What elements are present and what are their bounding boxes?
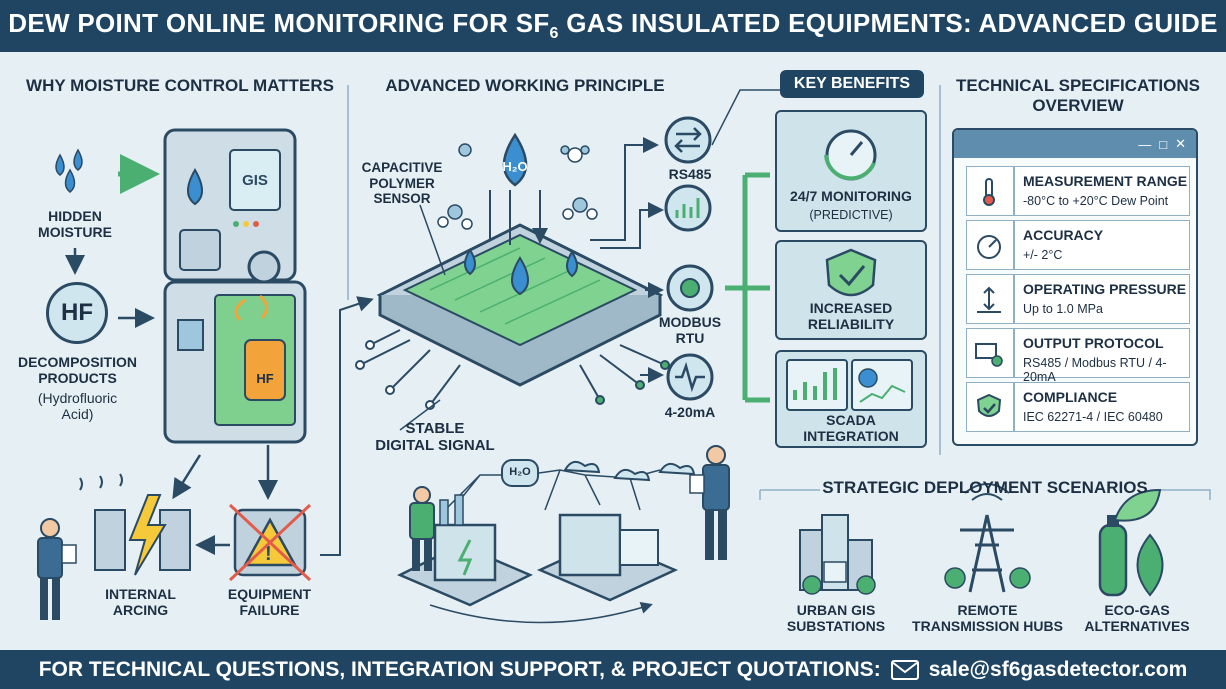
internal-arcing-label: INTERNAL ARCING — [105, 586, 176, 619]
hf-badge: HF — [46, 282, 108, 344]
tank-hf-label: HF — [256, 371, 274, 386]
specs-window: — □ ✕ MEASUREMENT RANGE-80°C to +20°C De… — [952, 128, 1198, 446]
shield-check-icon — [825, 248, 877, 297]
analog-output-label: 4-20mA — [664, 404, 716, 420]
pressure-icon — [977, 286, 1001, 313]
warning-icon: ! — [228, 503, 312, 582]
page-header: DEW POINT ONLINE MONITORING FOR SF6 GAS … — [0, 0, 1226, 52]
spec-row-measurement-range: MEASUREMENT RANGE-80°C to +20°C Dew Poin… — [966, 166, 1190, 216]
water-drops-icon — [55, 148, 83, 193]
dashboard-icon — [786, 359, 848, 411]
gis-label: GIS — [242, 172, 268, 189]
moisture-section-title: WHY MOISTURE CONTROL MATTERS — [26, 76, 334, 95]
maximize-icon[interactable]: □ — [1159, 136, 1168, 152]
decomposition-label: DECOMPOSITION PRODUCTS — [17, 354, 137, 387]
specs-window-titlebar: — □ ✕ — [954, 130, 1196, 158]
rs485-label: RS485 — [668, 166, 712, 182]
deployment-remote-hubs: REMOTE TRANSMISSION HUBS — [912, 602, 1063, 635]
stable-signal-label: STABLE DIGITAL SIGNAL — [375, 420, 495, 455]
gis-cabinet-illustration — [163, 128, 307, 444]
transmission-tower-icon — [944, 483, 1031, 593]
principle-section-title: ADVANCED WORKING PRINCIPLE — [385, 76, 665, 95]
network-illustration — [397, 445, 730, 624]
eco-gas-cylinder-icon — [1098, 488, 1164, 597]
deployment-section-title: STRATEGIC DEPLOYMENT SCENARIOS — [822, 478, 1148, 497]
protocol-icon — [975, 343, 1003, 367]
thermometer-icon — [983, 178, 995, 206]
specs-section-title: TECHNICAL SPECIFICATIONS OVERVIEW — [956, 76, 1200, 116]
close-icon[interactable]: ✕ — [1175, 136, 1186, 151]
shield-check-icon — [976, 393, 1002, 417]
waveform-icon — [675, 361, 705, 393]
page-footer: FOR TECHNICAL QUESTIONS, INTEGRATION SUP… — [0, 650, 1226, 689]
h2o-drop-label: H₂O — [502, 159, 528, 174]
equipment-failure-label: EQUIPMENT FAILURE — [227, 586, 312, 619]
deployment-eco-gas: ECO-GAS ALTERNATIVES — [1084, 602, 1190, 635]
bar-chart-icon — [675, 198, 700, 218]
page-title: DEW POINT ONLINE MONITORING FOR SF6 GAS … — [8, 8, 1218, 43]
cloud-h2o-label: H₂O — [509, 466, 531, 478]
modbus-label: MODBUS RTU — [658, 314, 722, 347]
decomposition-note: (Hydrofluoric Acid) — [37, 390, 118, 423]
deployment-urban-gis: URBAN GIS SUBSTATIONS — [786, 602, 886, 635]
benefits-title: KEY BENEFITS — [780, 70, 924, 98]
gear-icon — [680, 278, 700, 298]
envelope-icon — [890, 659, 919, 680]
sensor-label: CAPACITIVE POLYMER SENSOR — [361, 160, 443, 207]
footer-email-link[interactable]: sale@sf6gasdetector.com — [928, 657, 1188, 681]
technician-icon — [37, 518, 77, 620]
hidden-moisture-label: HIDDEN MOISTURE — [38, 208, 112, 241]
sensor-chip-illustration — [355, 132, 670, 410]
city-substation-icon — [799, 514, 876, 595]
svg-text:!: ! — [265, 543, 272, 565]
minimize-icon[interactable]: — — [1138, 136, 1152, 152]
exchange-arrows-icon — [674, 127, 702, 153]
lightning-icon — [79, 473, 191, 576]
footer-text: FOR TECHNICAL QUESTIONS, INTEGRATION SUP… — [38, 657, 881, 681]
gauge-icon — [977, 235, 1001, 259]
spec-row-accuracy: ACCURACY+/- 2°C — [966, 220, 1190, 270]
